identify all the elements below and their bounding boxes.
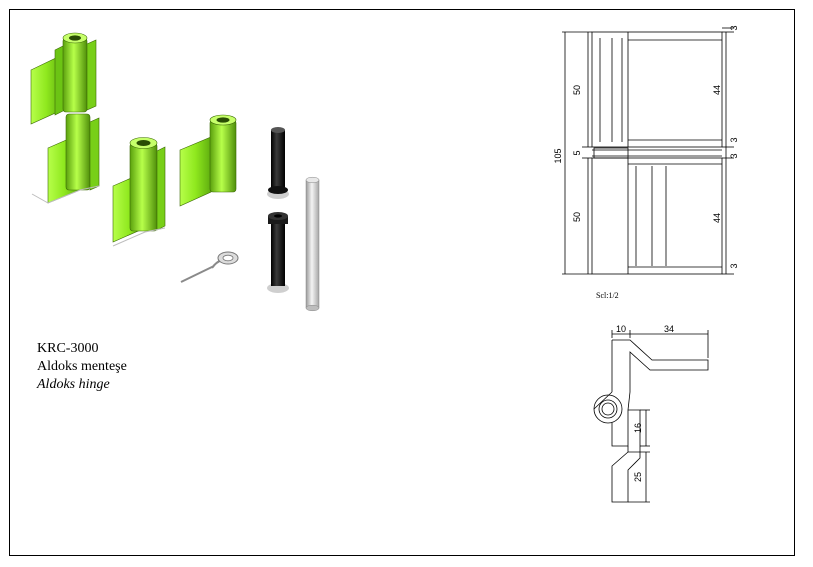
- product-name-en: Aldoks hinge: [37, 377, 110, 392]
- dim-right-lower-leaf: 44: [712, 213, 722, 223]
- side-view-dimensions: 10 34 16 25: [616, 324, 674, 482]
- hinge-upper-leaf-exploded: [179, 114, 237, 207]
- front-lower-outline: [591, 157, 723, 275]
- side-view-drawing: [593, 330, 709, 503]
- dim-right-bottom-margin: 3: [729, 263, 739, 268]
- dim-total-height: 105: [553, 148, 563, 163]
- hinge-3d-illustration: [30, 32, 320, 312]
- scale-label: Scl:1/2: [596, 291, 619, 300]
- silver-pin: [305, 176, 320, 312]
- hinge-lower-leaf-large: [31, 113, 100, 204]
- drawing-sheet-border: [9, 9, 795, 556]
- black-bushing-upper: [267, 127, 289, 199]
- front-view-dimensions: 105 50 5 50 3 44 3 3 44 3 Scl:1/2: [553, 25, 739, 300]
- dim-top-offset: 10: [616, 324, 626, 334]
- product-name-tr: Aldoks menteşe: [37, 359, 127, 374]
- dim-gap: 5: [572, 150, 582, 155]
- product-description: KRC-3000 Aldoks menteşe Aldoks hinge: [37, 340, 127, 394]
- front-view-drawing: [562, 27, 734, 275]
- dim-top-width: 34: [664, 324, 674, 334]
- front-upper-outline: [591, 31, 723, 148]
- dim-right-top-margin: 3: [729, 25, 739, 30]
- dim-bottom-height: 25: [633, 472, 643, 482]
- dim-right-lower-gap: 3: [729, 153, 739, 158]
- black-bushing-lower: [267, 212, 289, 293]
- dim-lower-leaf: 50: [572, 212, 582, 222]
- dim-right-upper-gap: 3: [729, 137, 739, 142]
- washer-tab-part: [180, 251, 239, 283]
- hinge-lower-leaf-exploded: [112, 137, 166, 247]
- dim-right-upper-leaf: 44: [712, 85, 722, 95]
- product-code: KRC-3000: [37, 341, 99, 356]
- dim-mid-height: 16: [633, 423, 643, 433]
- hinge-upper-leaf-large: [30, 32, 97, 125]
- dim-upper-leaf: 50: [572, 85, 582, 95]
